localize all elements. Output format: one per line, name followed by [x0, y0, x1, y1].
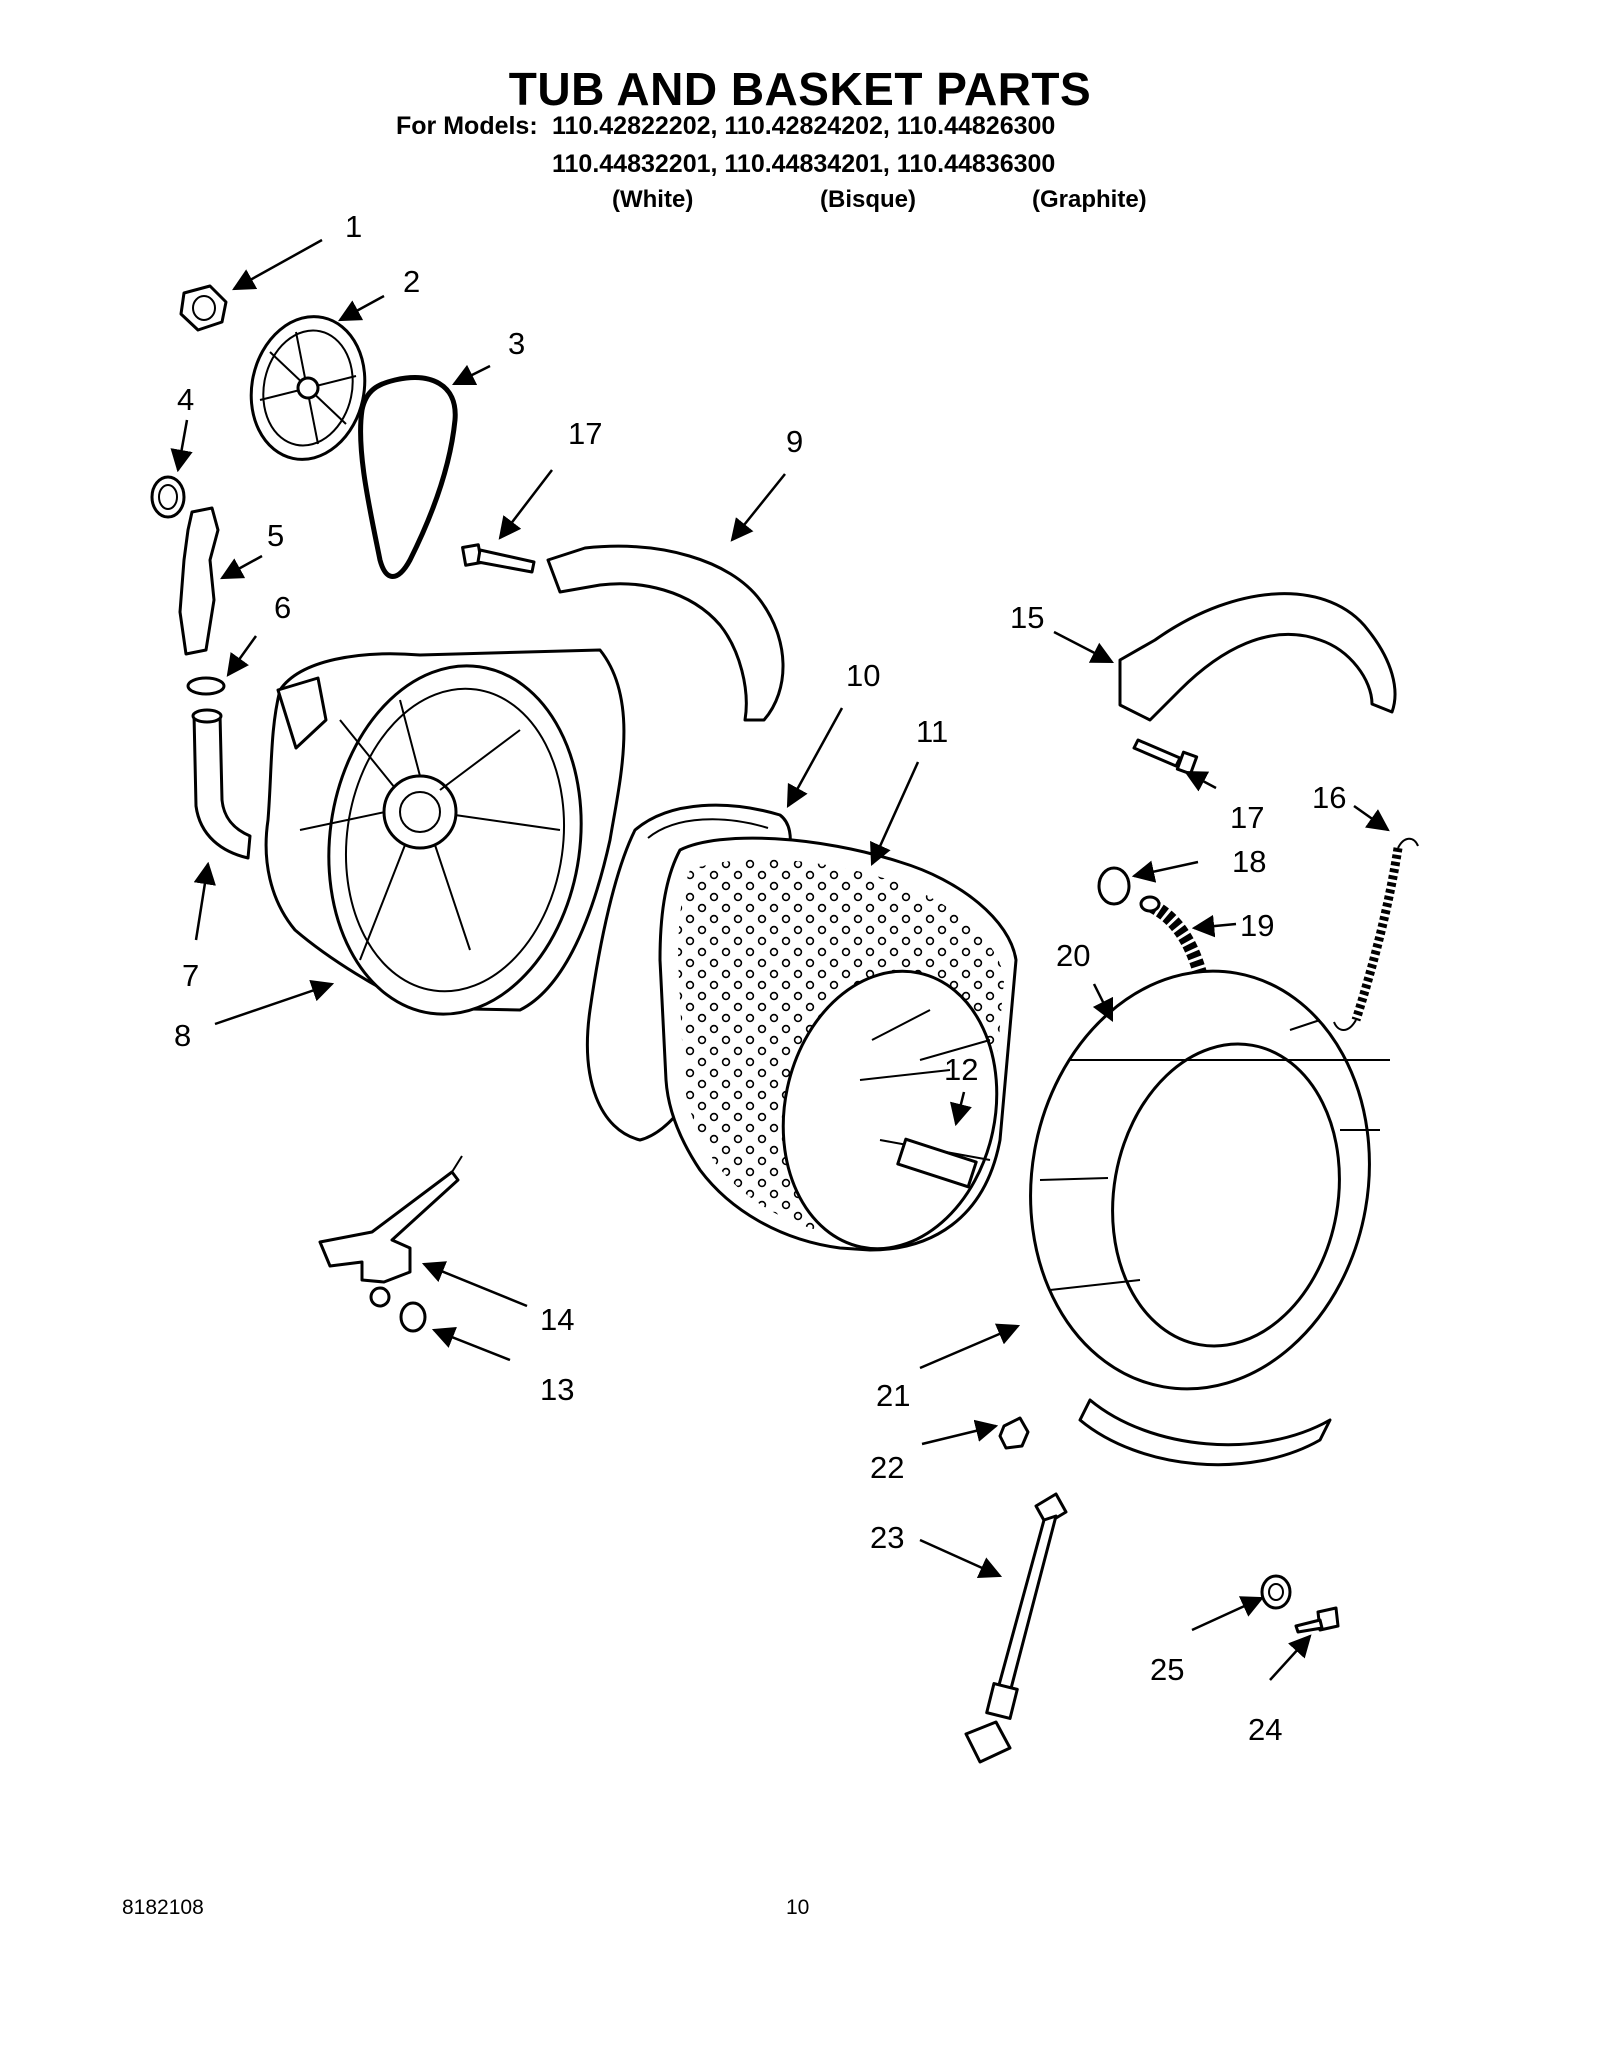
callout-24: 24 — [1248, 1712, 1282, 1747]
part-damper — [964, 1492, 1068, 1764]
callout-23: 23 — [870, 1520, 904, 1555]
part-o-ring — [399, 1301, 427, 1333]
part-heater — [318, 1155, 463, 1308]
callout-21: 21 — [876, 1378, 910, 1413]
color-bisque: (Bisque) — [820, 186, 916, 213]
color-graphite: (Graphite) — [1032, 186, 1147, 213]
page-number: 10 — [786, 1896, 810, 1919]
callout-18: 18 — [1232, 844, 1266, 879]
part-cap — [1260, 1574, 1292, 1610]
part-bolt-lower — [1132, 738, 1199, 776]
document-number: 8182108 — [122, 1896, 204, 1919]
part-drain-hose — [192, 712, 252, 860]
callout-3: 3 — [508, 326, 525, 361]
callout-1: 1 — [345, 209, 362, 244]
callout-25: 25 — [1150, 1652, 1184, 1687]
callout-19: 19 — [1240, 908, 1274, 943]
callout-8: 8 — [174, 1018, 191, 1053]
callout-12: 12 — [944, 1052, 978, 1087]
callout-17a: 17 — [568, 416, 602, 451]
callout-16: 16 — [1312, 780, 1346, 815]
for-models-label: For Models: — [396, 112, 538, 140]
callout-4: 4 — [177, 382, 194, 417]
part-baffle — [896, 1137, 978, 1189]
part-filter-screen — [150, 475, 186, 519]
callout-9: 9 — [786, 424, 803, 459]
part-clamp-small — [1097, 866, 1131, 906]
callout-11: 11 — [916, 714, 948, 749]
callout-5: 5 — [267, 518, 284, 553]
part-bellows-hose — [1148, 899, 1215, 1031]
color-white: (White) — [612, 186, 694, 213]
part-screw — [1294, 1606, 1340, 1634]
callout-20: 20 — [1056, 938, 1090, 973]
part-front-tub — [1029, 969, 1390, 1467]
part-rear-counterweight — [546, 544, 785, 722]
callout-7: 7 — [182, 958, 199, 993]
part-belt — [358, 375, 458, 579]
callout-13: 13 — [540, 1372, 574, 1407]
callout-6: 6 — [274, 590, 291, 625]
callout-10: 10 — [846, 658, 880, 693]
part-grommet — [998, 1416, 1030, 1450]
page-title: TUB AND BASKET PARTS — [508, 63, 1092, 115]
part-spring — [1351, 847, 1403, 1022]
hose-end-top — [191, 708, 223, 724]
callout-22: 22 — [870, 1450, 904, 1485]
bellows-hose-end — [1139, 895, 1161, 913]
part-front-counterweight — [1118, 592, 1397, 722]
part-nut — [179, 284, 228, 332]
callout-14: 14 — [540, 1302, 574, 1337]
part-rear-tub — [264, 648, 626, 1016]
part-hose-clamp — [186, 676, 226, 696]
part-bracket — [178, 506, 220, 656]
part-pulley — [249, 315, 367, 461]
callout-17b: 17 — [1230, 800, 1264, 835]
callout-2: 2 — [403, 264, 420, 299]
callout-15: 15 — [1010, 600, 1044, 635]
part-bolt-upper — [461, 543, 536, 574]
model-list-line-1: 110.42822202, 110.42824202, 110.44826300 — [552, 112, 1056, 140]
model-list-line-2: 110.44832201, 110.44834201, 110.44836300 — [552, 150, 1056, 178]
